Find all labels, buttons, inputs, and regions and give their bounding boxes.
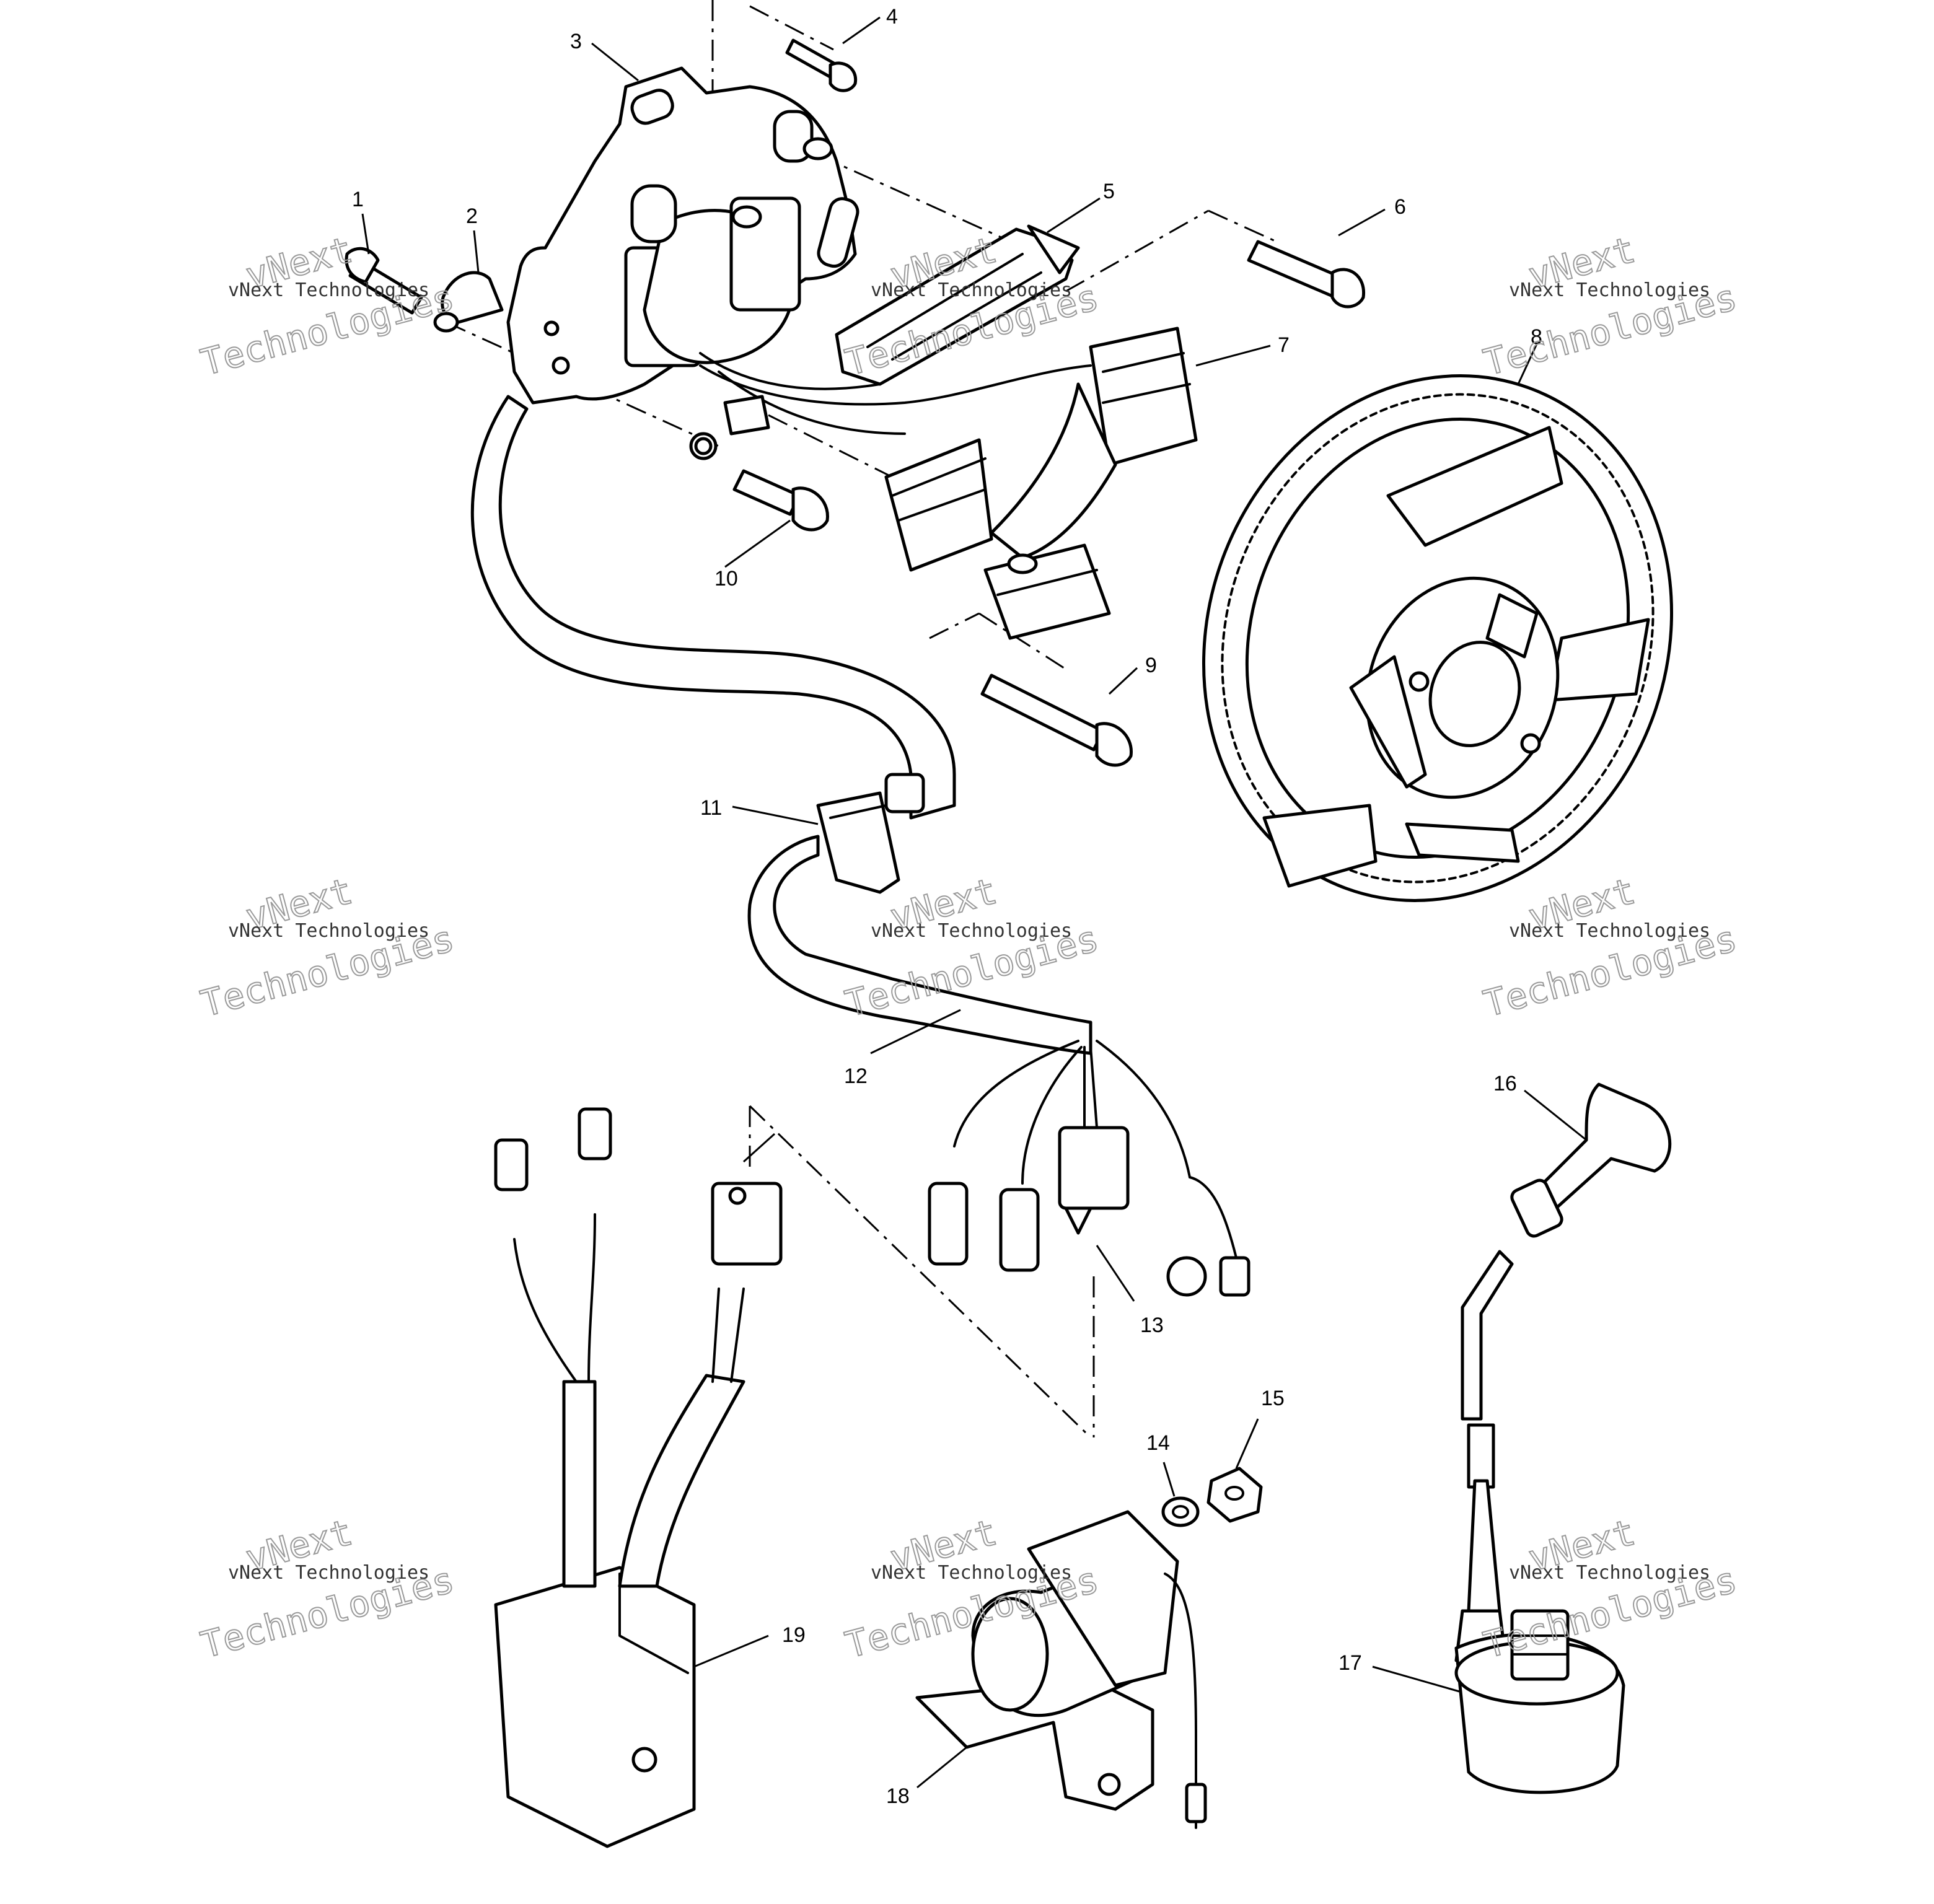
svg-text:vNext Technologies: vNext Technologies <box>228 279 429 301</box>
svg-text:vNext Technologies: vNext Technologies <box>871 920 1072 942</box>
screw-9 <box>980 673 1133 767</box>
callout-labels: 1 2 3 4 5 6 7 8 9 10 11 12 13 14 15 16 1… <box>352 5 1542 1808</box>
stator-ignition-coil <box>624 110 833 367</box>
callout-14: 14 <box>1146 1431 1170 1455</box>
svg-text:vNext Technologies: vNext Technologies <box>228 920 429 942</box>
watermark-mid-right: vNext vNext Technologies Technologies <box>1479 869 1741 1026</box>
lock-washer <box>1161 1496 1200 1527</box>
watermark-top-left: vNext vNext Technologies Technologies <box>196 228 459 385</box>
lighting-coil <box>884 327 1198 640</box>
clamp-2 <box>433 271 504 333</box>
leader-lines <box>361 16 1587 1789</box>
screw-6 <box>1247 240 1366 309</box>
callout-1: 1 <box>352 188 364 211</box>
svg-text:vNext Technologies: vNext Technologies <box>871 1562 1072 1584</box>
callout-3: 3 <box>570 30 582 53</box>
svg-text:vNext Technologies: vNext Technologies <box>1509 920 1710 942</box>
grommet <box>816 773 925 894</box>
svg-text:vNext Technologies: vNext Technologies <box>1509 279 1710 301</box>
starter-solenoid <box>915 1510 1207 1829</box>
pulser-coil <box>835 224 1080 386</box>
screw-10 <box>694 437 829 532</box>
connectors-13 <box>928 1126 1251 1297</box>
screw-1 <box>345 247 423 315</box>
callout-6: 6 <box>1394 195 1406 219</box>
watermark-mid-left: vNext vNext Technologies Technologies <box>196 869 459 1026</box>
wire-harness <box>747 835 1191 1185</box>
ignition-coil <box>1454 1082 1672 1794</box>
svg-text:vNext Technologies: vNext Technologies <box>871 279 1072 301</box>
cdi-module <box>494 1107 783 1848</box>
callout-9: 9 <box>1145 654 1157 677</box>
callout-7: 7 <box>1278 333 1290 357</box>
callout-19: 19 <box>782 1623 806 1647</box>
callout-12: 12 <box>844 1064 868 1088</box>
watermark-bottom-left: vNext vNext Technologies Technologies <box>196 1511 459 1667</box>
screw-4 <box>785 38 858 92</box>
callout-17: 17 <box>1338 1651 1362 1675</box>
callout-18: 18 <box>886 1784 910 1808</box>
flywheel <box>1202 374 1674 902</box>
nut <box>1207 1467 1263 1523</box>
watermark-bottom-right: vNext vNext Technologies Technologies <box>1479 1511 1741 1667</box>
callout-2: 2 <box>466 204 478 228</box>
callout-4: 4 <box>886 5 898 29</box>
callout-5: 5 <box>1103 180 1115 203</box>
callout-11: 11 <box>700 796 722 820</box>
svg-text:vNext Technologies: vNext Technologies <box>1509 1562 1710 1584</box>
callout-10: 10 <box>714 567 738 590</box>
svg-text:vNext Technologies: vNext Technologies <box>228 1562 429 1584</box>
callout-13: 13 <box>1140 1314 1164 1337</box>
callout-8: 8 <box>1531 325 1542 349</box>
callout-15: 15 <box>1261 1387 1285 1410</box>
callout-16: 16 <box>1493 1072 1517 1095</box>
watermark-top-right: vNext vNext Technologies Technologies <box>1479 228 1741 385</box>
